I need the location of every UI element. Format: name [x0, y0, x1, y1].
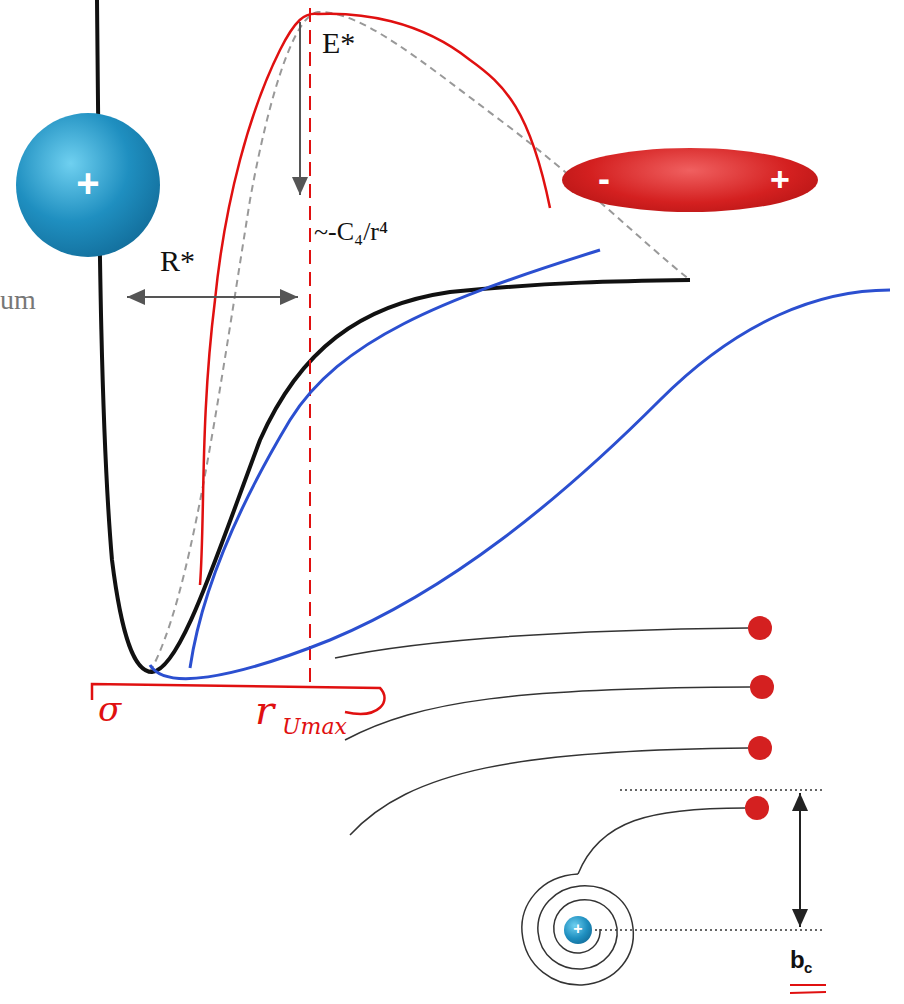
barrier-curve: [150, 12, 690, 672]
ion-sphere: +: [16, 113, 160, 257]
bc-arrow: [799, 793, 801, 927]
underline: [790, 984, 826, 986]
trajectory: [350, 748, 748, 835]
blue-curve: [150, 290, 890, 679]
r-star-arrow: [127, 296, 298, 298]
r-label: r: [255, 690, 274, 730]
bc-subscript: c: [804, 960, 812, 975]
charge-sign: +: [76, 163, 99, 203]
dotted-line: [595, 929, 822, 931]
potential-curve: [97, 0, 690, 672]
r-umax-line: [309, 8, 311, 690]
trajectory: [345, 687, 750, 740]
e-star-arrow: [299, 22, 301, 195]
charge-sign: +: [770, 162, 790, 196]
sigma-label: σ: [98, 692, 121, 726]
dotted-line: [620, 789, 822, 791]
charge-sign: -: [598, 161, 610, 197]
polar-molecule: -+: [562, 148, 818, 212]
e-star-label: E*: [322, 28, 355, 58]
trajectory: [335, 628, 748, 658]
underline: [790, 992, 826, 993]
potential-label: ~-C₄/r⁴: [312, 218, 390, 246]
sigma-bracket: [92, 684, 385, 714]
bc-label: b: [790, 948, 805, 972]
subscript-label: Umax: [282, 716, 347, 738]
r-star-label: R*: [160, 246, 195, 276]
hand-curve: [200, 14, 550, 585]
charge-sign: +: [573, 921, 582, 937]
blue-curve: [190, 250, 600, 668]
neutral-atoms: [745, 616, 774, 820]
trajectory: [578, 808, 745, 874]
ion-sphere: +: [564, 916, 592, 944]
cut-text: um: [0, 286, 36, 314]
